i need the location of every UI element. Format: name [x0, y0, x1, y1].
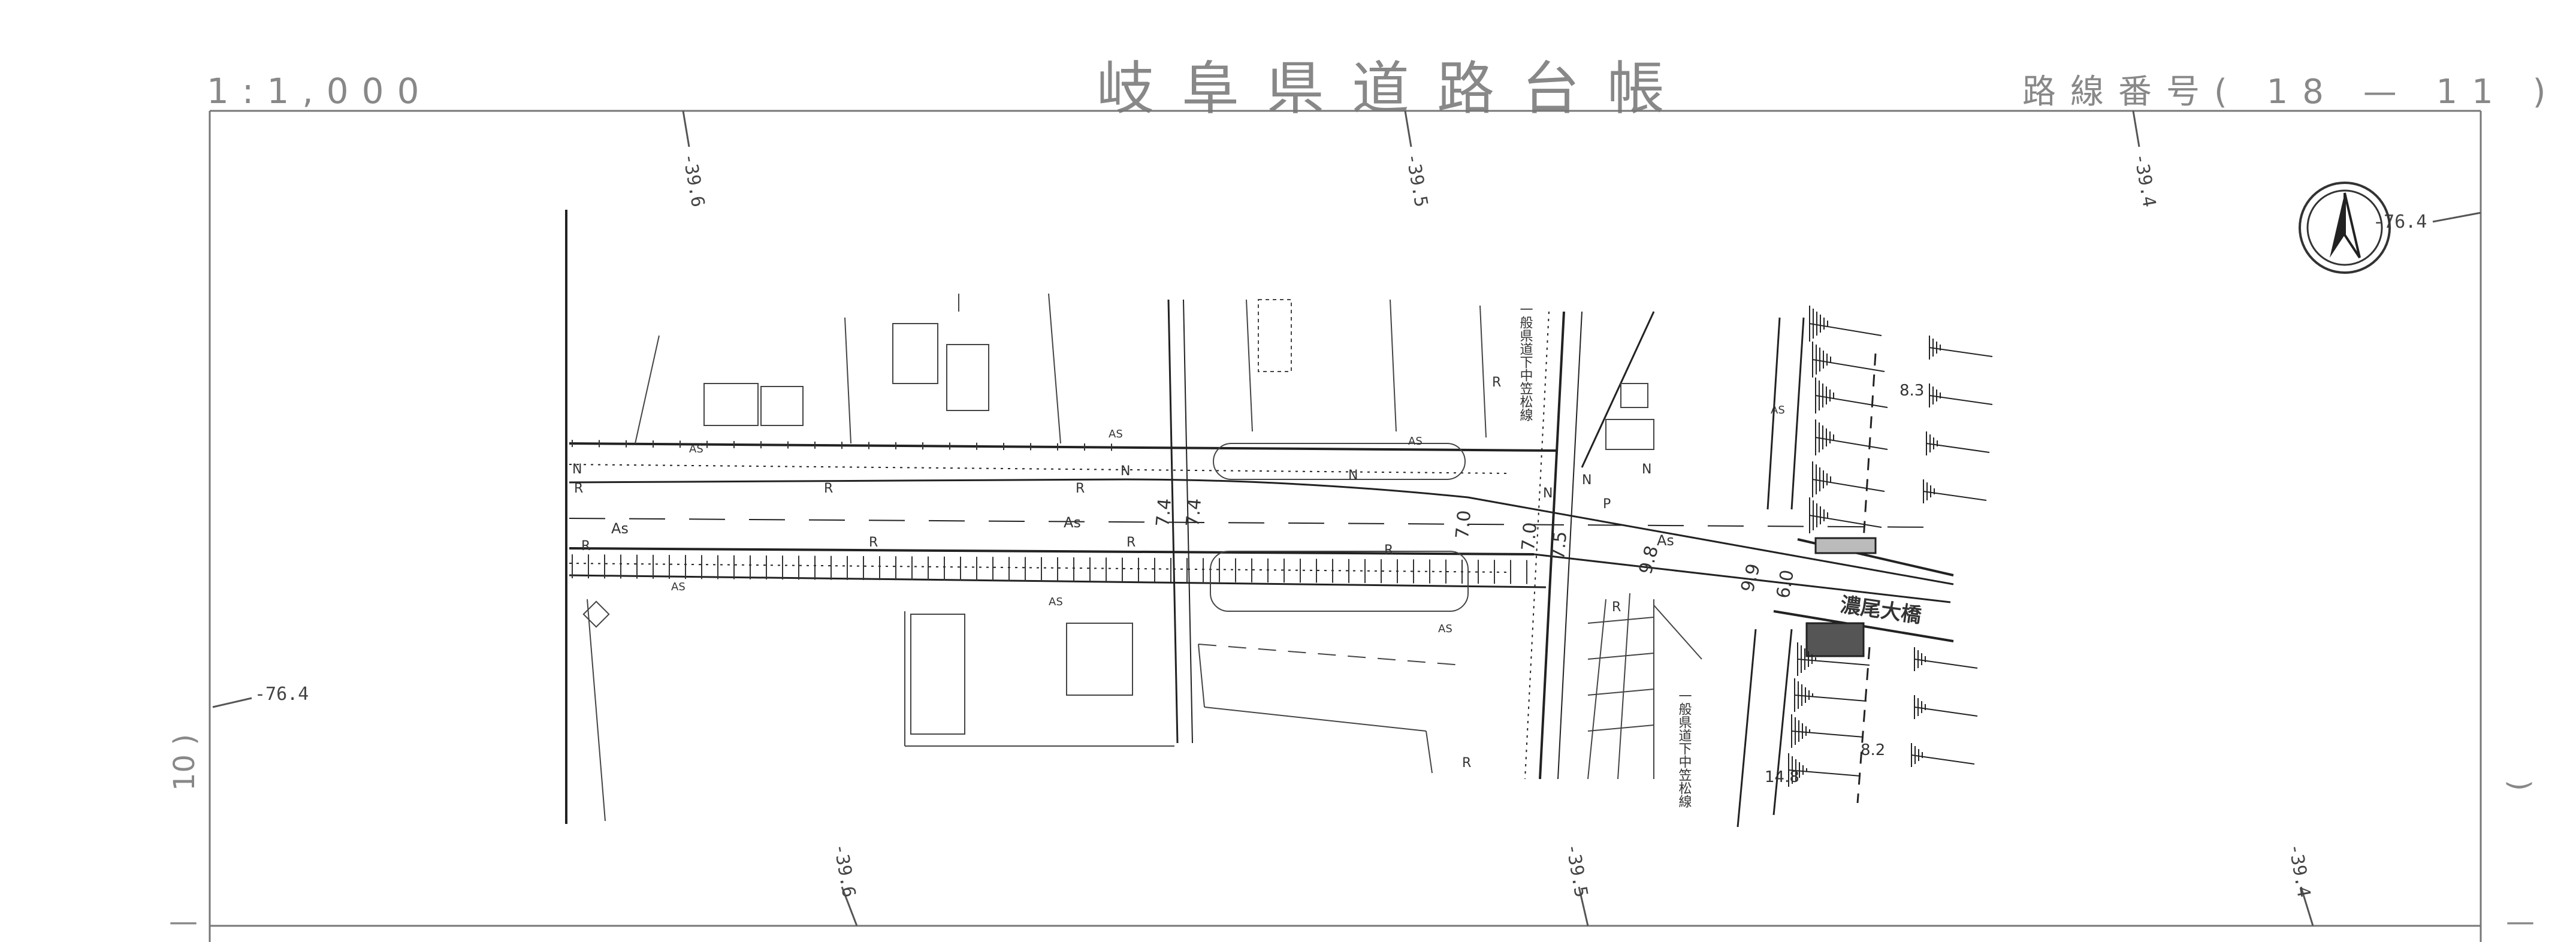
width-label-4: 7.0: [1518, 521, 1541, 552]
marker-r-7: R: [1384, 543, 1393, 558]
side-dash-left: —: [169, 905, 198, 938]
grid-coord-bottom-1: -39.6: [829, 842, 859, 899]
marker-n-1: N: [572, 462, 582, 477]
surface-label-1: As: [611, 520, 629, 537]
marker-n-2: N: [1121, 464, 1130, 479]
width-label-2: 7.4: [1182, 497, 1206, 528]
grid-coord-top-3: -39.4: [2130, 152, 2160, 209]
marker-r-6: R: [1127, 535, 1136, 550]
grid-coord-bottom-3: -39.4: [2284, 842, 2314, 899]
parcels: [582, 293, 1702, 822]
cross-road-name-north: 一般県道下中笠松線: [1518, 303, 1533, 421]
surface-label-9: AS: [1438, 623, 1452, 635]
grid-coord-bottom-2: -39.5: [1562, 842, 1591, 899]
width-label-3: 7.0: [1452, 509, 1475, 540]
width-label-7: 9.9: [1737, 561, 1765, 594]
surface-label-5: AS: [1109, 428, 1123, 440]
surface-label-6: AS: [1408, 435, 1423, 448]
width-label-5: 7.5: [1548, 530, 1571, 561]
side-label-left: 10 ): [168, 733, 201, 791]
grid-coord-top-2: -39.5: [1402, 152, 1432, 209]
surface-label-2: As: [1064, 514, 1081, 531]
curb-ticks-north: [572, 440, 1112, 451]
marker-r-8: R: [1492, 375, 1501, 390]
route-number: 路線番号( 18 — 11 ): [2022, 65, 2560, 113]
embankment-hatching: [1788, 306, 1993, 787]
surface-label-3: As: [1657, 532, 1674, 549]
marker-r-3: R: [1076, 481, 1085, 496]
marker-r-5: R: [869, 535, 878, 550]
cross-road-name-south: 一般県道下中笠松線: [1677, 689, 1692, 808]
spot-level-2: 8.2: [1861, 741, 1885, 759]
surface-label-4: AS: [689, 443, 703, 455]
marker-r-9: R: [1612, 600, 1621, 615]
marker-r-10: R: [1462, 756, 1471, 771]
marker-r-1: R: [574, 481, 583, 496]
side-dash-right: —: [2506, 905, 2535, 938]
side-label-right: (: [2502, 780, 2535, 791]
surface-label-8: AS: [1049, 596, 1063, 608]
grid-coord-top-1: -39.6: [678, 152, 708, 209]
main-road: [569, 442, 1954, 642]
marker-p-1: P: [1603, 497, 1611, 512]
cross-road: [1167, 299, 1655, 780]
width-label-1: 7.4: [1152, 497, 1176, 528]
north-arrow-icon: [2299, 182, 2391, 274]
marker-n-6: N: [1642, 462, 1651, 477]
spot-level-3: 14.8: [1765, 768, 1799, 786]
spot-level-1: 8.3: [1899, 382, 1924, 400]
grid-coord-left: -76.4: [255, 684, 309, 705]
surface-label-7: AS: [671, 581, 685, 593]
width-label-8: 6.0: [1772, 568, 1798, 600]
route-number-value: ( 18 — 11 ): [2214, 73, 2560, 111]
grid-ticks: [212, 110, 2481, 926]
marker-n-5: N: [1582, 473, 1591, 488]
curb-ticks-south: [572, 554, 1527, 584]
marker-n-3: N: [1348, 468, 1358, 483]
sheet-frame: [209, 110, 2482, 942]
map-scale: 1:1,000: [207, 71, 433, 111]
marker-r-4: R: [581, 539, 590, 554]
route-number-label: 路線番号: [2022, 73, 2214, 111]
marker-r-2: R: [824, 481, 833, 496]
surface-label-10: AS: [1771, 404, 1785, 416]
marker-n-4: N: [1543, 486, 1553, 501]
